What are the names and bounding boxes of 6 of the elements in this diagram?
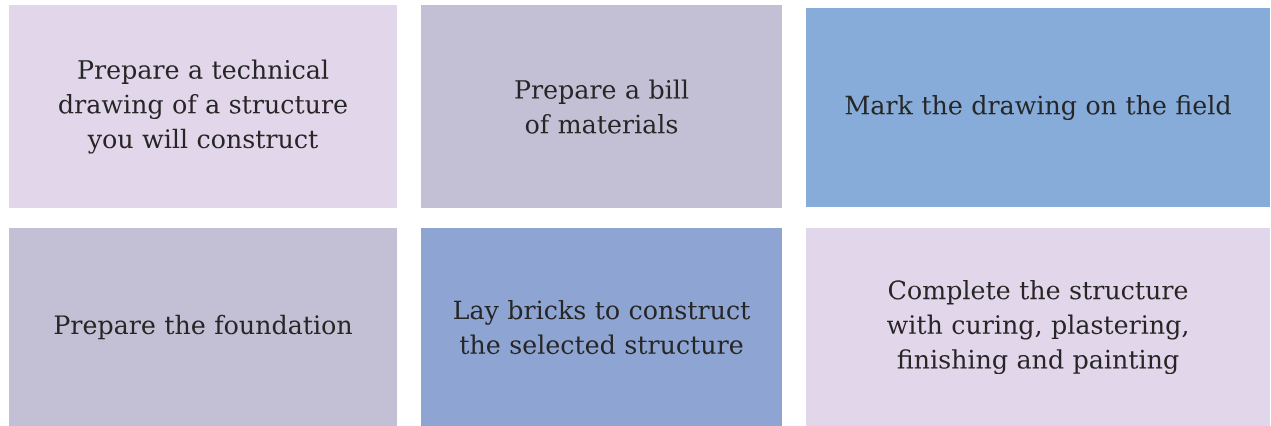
step-box: Prepare the foundation xyxy=(9,228,397,426)
step-box: Mark the drawing on the field xyxy=(806,8,1270,207)
step-box: Prepare a bill of materials xyxy=(421,5,782,208)
step-box: Lay bricks to construct the selected structure xyxy=(421,228,782,426)
step-box: Complete the structure with curing, plastering, finishing and painting xyxy=(806,228,1270,426)
step-box: Prepare a technical drawing of a structure you will construct xyxy=(9,5,397,208)
